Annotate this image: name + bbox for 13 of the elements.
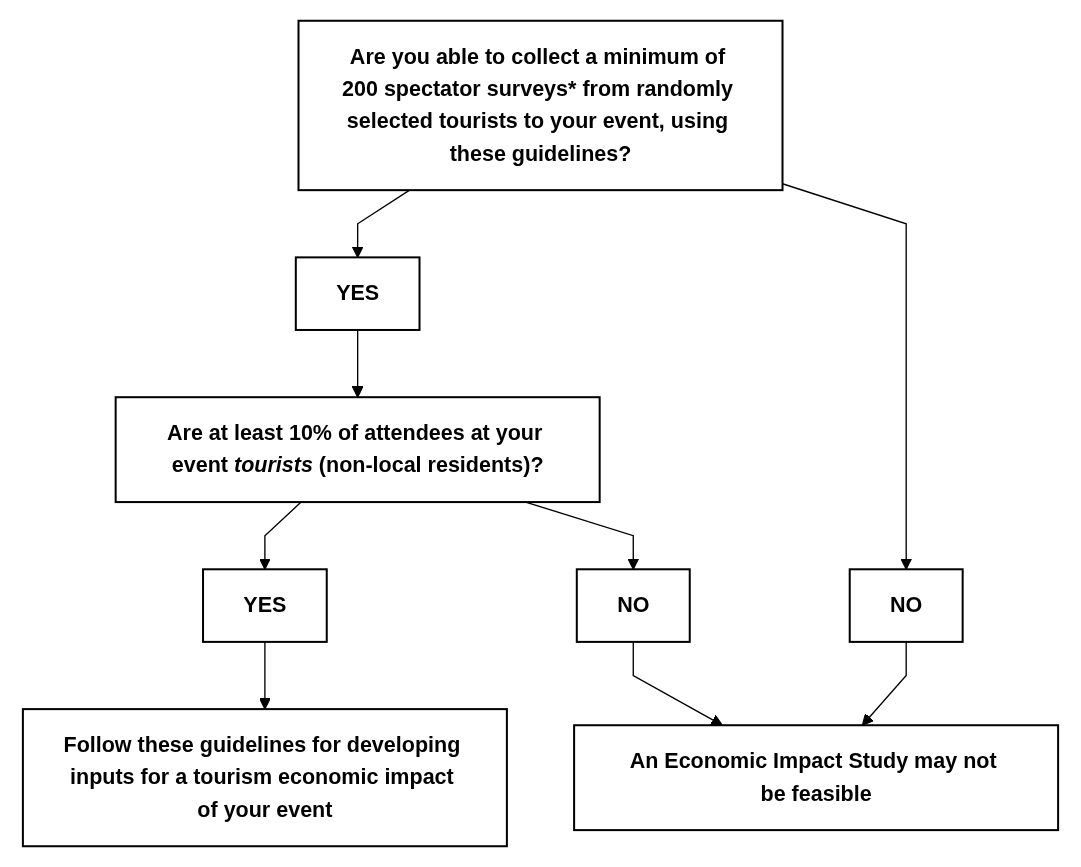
arrow <box>351 329 364 398</box>
node-box: Follow these guidelines for developing inputs for a tourism economic impact of your event <box>21 708 508 848</box>
arrow <box>258 641 271 710</box>
node-box: An Economic Impact Study may not be feasible <box>573 724 1060 832</box>
arrow <box>781 183 913 570</box>
arrow <box>632 641 723 726</box>
node-box: Are at least 10% of attendees at your event tourists (non-local residents)? <box>114 396 601 504</box>
node-box: NO <box>575 568 691 643</box>
node-box: NO <box>848 568 964 643</box>
node-box: YES <box>202 568 328 643</box>
node-box: YES <box>294 256 421 331</box>
arrow <box>861 641 907 726</box>
node-box: Are you able to collect a minimum of 200 spectator surveys* from randomly selected tourists to your event, using these guidelines? <box>297 19 784 192</box>
